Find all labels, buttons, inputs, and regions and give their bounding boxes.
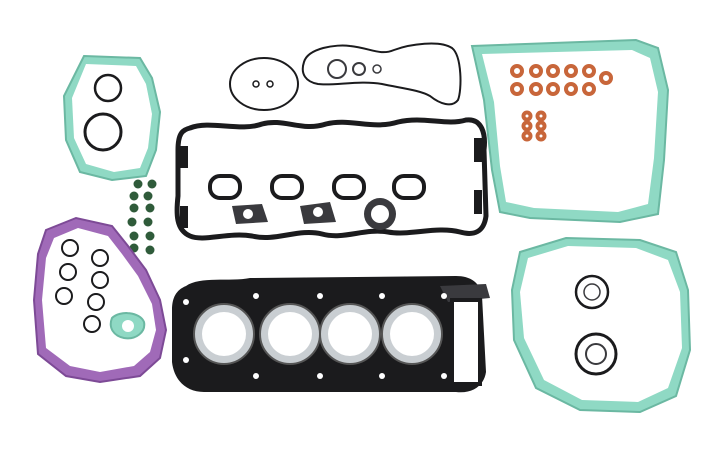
copper-sealing-washers <box>510 64 613 142</box>
valve-cover-gasket <box>174 117 489 241</box>
cylinder-head-gasket <box>172 276 490 393</box>
valve-stem-seals <box>127 179 157 255</box>
cam-end-gasket <box>301 42 462 106</box>
alternator-cover-gasket <box>510 236 692 414</box>
small-round-gasket <box>229 57 299 111</box>
purple-crankcase-gasket <box>32 216 168 384</box>
clutch-cover-gasket-top-left <box>62 54 162 182</box>
